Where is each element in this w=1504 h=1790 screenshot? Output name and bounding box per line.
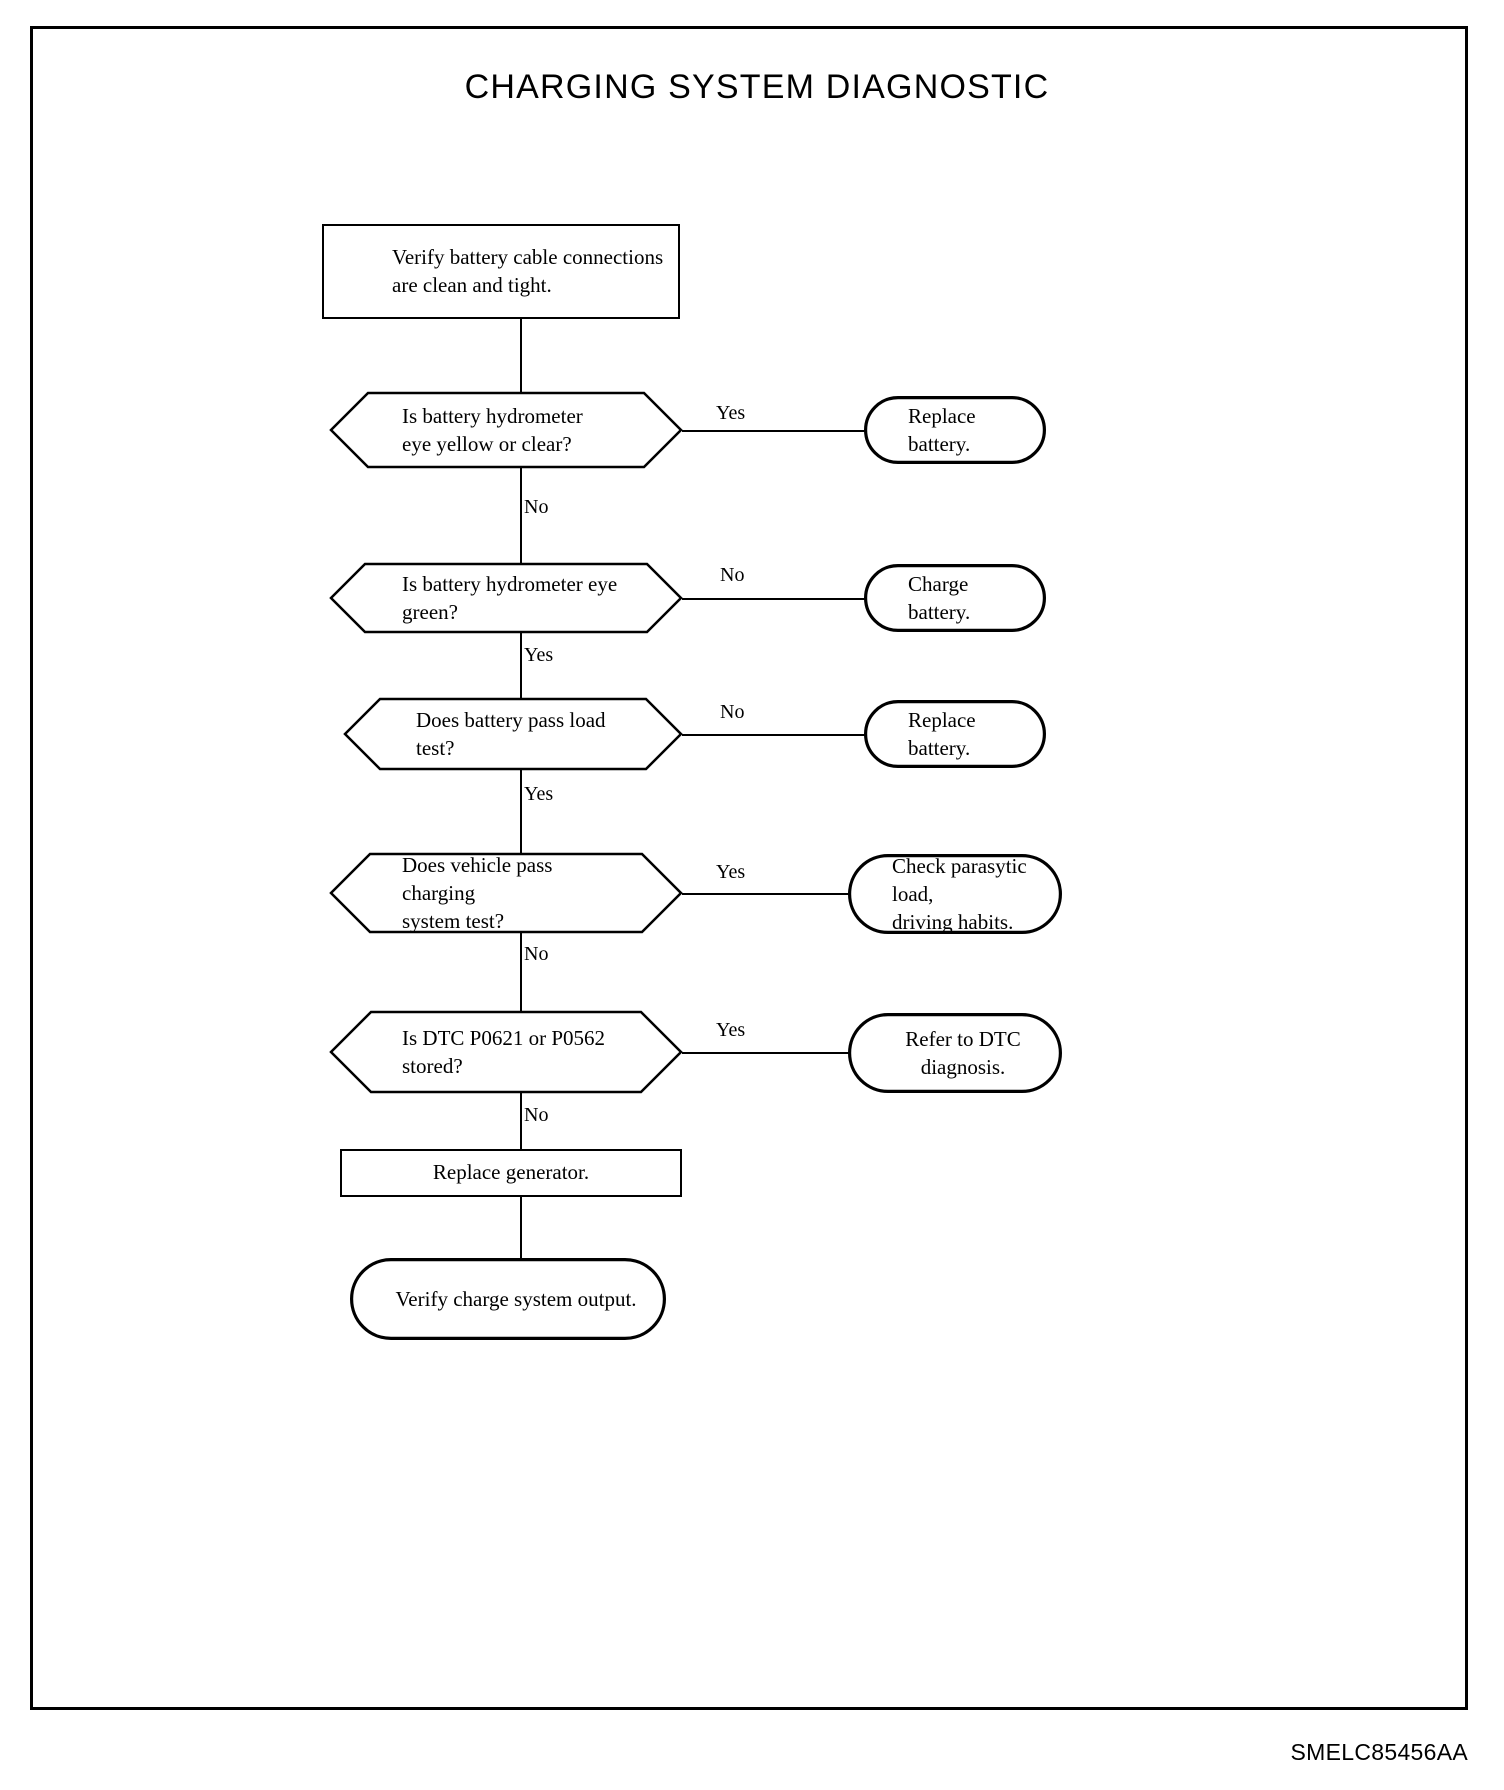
process-node-verify-cables: Verify battery cable connections are cle… bbox=[322, 224, 680, 319]
edge-label-d5-no: No bbox=[524, 1104, 549, 1126]
node-text-block: Does battery pass load test? bbox=[416, 698, 628, 770]
terminal-node-check-parasytic-load: Check parasytic load, driving habits. bbox=[848, 854, 1063, 935]
connector-d5-yes bbox=[682, 1052, 850, 1054]
stadium-outline-icon bbox=[864, 396, 1047, 465]
connector-d4-no bbox=[520, 933, 522, 1011]
stadium-outline-icon bbox=[350, 1258, 666, 1341]
stadium-outline-icon bbox=[848, 854, 1063, 935]
node-text-line: Is battery hydrometer eye green? bbox=[402, 571, 618, 624]
node-text-line: Charge battery. bbox=[908, 571, 971, 624]
node-text-line: Check parasytic load, bbox=[892, 853, 1027, 906]
node-text-line: Does vehicle pass charging bbox=[402, 852, 553, 905]
node-text-block: Verify charge system output. bbox=[394, 1258, 638, 1340]
node-text-line: Is battery hydrometer bbox=[402, 403, 583, 428]
decision-node-hydrometer-green: Is battery hydrometer eye green? bbox=[329, 562, 683, 634]
connector-d1-no bbox=[520, 468, 522, 563]
edge-label-d3-no: No bbox=[720, 701, 745, 723]
hexagon-outline-icon bbox=[329, 562, 683, 634]
node-text-block: Refer to DTC diagnosis. bbox=[892, 1013, 1034, 1093]
terminal-node-replace-battery-2: Replace battery. bbox=[864, 700, 1047, 769]
edge-label-d2-yes: Yes bbox=[524, 644, 554, 666]
node-text-line: Verify charge system output. bbox=[395, 1286, 637, 1311]
terminal-node-charge-battery: Charge battery. bbox=[864, 564, 1047, 633]
connector-d4-yes bbox=[682, 893, 850, 895]
connector-d2-yes bbox=[520, 633, 522, 698]
page-title: CHARGING SYSTEM DIAGNOSTIC bbox=[464, 68, 1050, 106]
edge-label-d3-yes: Yes bbox=[524, 783, 554, 805]
node-text-block: Is battery hydrometer eye yellow or clea… bbox=[402, 392, 628, 468]
node-text-line: are clean and tight. bbox=[392, 272, 552, 297]
hexagon-outline-icon bbox=[329, 852, 683, 934]
decision-node-charging-system-test: Does vehicle pass charging system test? bbox=[329, 852, 683, 934]
stadium-outline-icon bbox=[864, 700, 1047, 769]
edge-label-d2-no: No bbox=[720, 564, 745, 586]
connector-d3-yes bbox=[520, 770, 522, 853]
connector-n2-to-t6 bbox=[520, 1197, 522, 1283]
node-text-line: Replace battery. bbox=[908, 403, 976, 456]
node-text-line: Replace battery. bbox=[908, 707, 976, 760]
hexagon-outline-icon bbox=[343, 697, 683, 771]
stadium-outline-icon bbox=[848, 1013, 1063, 1094]
page-border bbox=[30, 26, 1468, 1710]
node-text-block: Replace battery. bbox=[908, 700, 1018, 768]
node-text-line: Is DTC P0621 or P0562 bbox=[402, 1025, 606, 1050]
node-text-line: Refer to DTC bbox=[905, 1026, 1021, 1051]
node-text-line: Replace generator. bbox=[432, 1160, 590, 1185]
decision-node-battery-load-test: Does battery pass load test? bbox=[343, 697, 683, 771]
connector-n1-to-d1 bbox=[520, 319, 522, 392]
terminal-node-refer-dtc-diagnosis: Refer to DTC diagnosis. bbox=[848, 1013, 1063, 1094]
edge-label-d4-no: No bbox=[524, 943, 549, 965]
edge-label-d1-yes: Yes bbox=[716, 402, 746, 424]
node-text-line: Verify battery cable connections bbox=[392, 244, 664, 269]
terminal-node-replace-battery-1: Replace battery. bbox=[864, 396, 1047, 465]
node-text-line: system test? bbox=[402, 909, 505, 934]
node-text-block: Verify battery cable connections are cle… bbox=[392, 244, 663, 299]
decision-node-dtc-stored: Is DTC P0621 or P0562 stored? bbox=[329, 1010, 683, 1094]
node-text-block: Replace generator. bbox=[433, 1159, 589, 1187]
edge-label-d4-yes: Yes bbox=[716, 861, 746, 883]
connector-d5-no bbox=[520, 1093, 522, 1149]
node-text-line: eye yellow or clear? bbox=[402, 432, 572, 456]
connector-d3-no bbox=[682, 734, 866, 736]
stadium-outline-icon bbox=[864, 564, 1047, 633]
edge-label-d5-yes: Yes bbox=[716, 1019, 746, 1041]
edge-label-d1-no: No bbox=[524, 496, 549, 518]
connector-d1-yes bbox=[682, 430, 866, 432]
figure-reference-code: SMELC85456AA bbox=[1290, 1739, 1468, 1765]
node-text-line: diagnosis. bbox=[920, 1055, 1006, 1079]
node-text-block: Is DTC P0621 or P0562 stored? bbox=[402, 1011, 628, 1093]
node-text-block: Does vehicle pass charging system test? bbox=[402, 853, 628, 933]
decision-node-hydrometer-yellow-clear: Is battery hydrometer eye yellow or clea… bbox=[329, 391, 683, 469]
terminal-node-verify-charge-output: Verify charge system output. bbox=[350, 1258, 666, 1341]
node-text-block: Is battery hydrometer eye green? bbox=[402, 563, 628, 633]
process-node-replace-generator: Replace generator. bbox=[340, 1149, 682, 1197]
node-text-line: Does battery pass load test? bbox=[416, 707, 606, 760]
node-text-block: Charge battery. bbox=[908, 564, 1018, 632]
node-text-line: stored? bbox=[402, 1054, 463, 1078]
node-text-line: driving habits. bbox=[892, 910, 1014, 935]
node-text-block: Check parasytic load, driving habits. bbox=[892, 854, 1034, 934]
hexagon-outline-icon bbox=[329, 1010, 683, 1094]
hexagon-outline-icon bbox=[329, 391, 683, 469]
connector-d2-no bbox=[682, 598, 866, 600]
node-text-block: Replace battery. bbox=[908, 396, 1018, 464]
